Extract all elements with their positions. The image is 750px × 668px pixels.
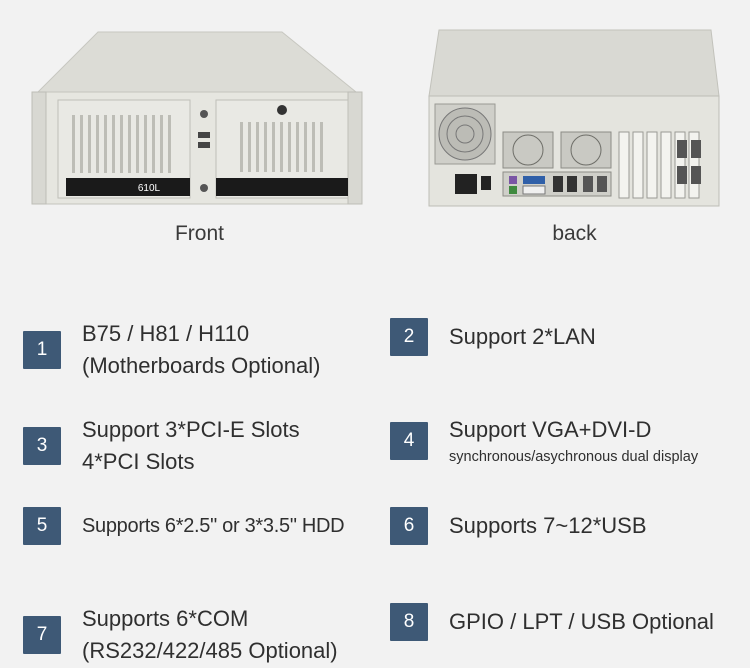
feature-item-1: 1 B75 / H81 / H110 (Motherboards Optiona… [23, 318, 320, 382]
feature-text: GPIO / LPT / USB Optional [449, 609, 714, 634]
front-chassis-image: 610L [0, 0, 375, 215]
feature-text: Support 3*PCI-E Slots [82, 417, 300, 442]
feature-item-8: 8 GPIO / LPT / USB Optional [390, 603, 714, 641]
feature-number-badge: 6 [390, 507, 428, 545]
feature-number-badge: 4 [390, 422, 428, 460]
feature-item-7: 7 Supports 6*COM (RS232/422/485 Optional… [23, 603, 338, 667]
feature-text: (Motherboards Optional) [82, 353, 321, 378]
feature-item-6: 6 Supports 7~12*USB [390, 507, 647, 545]
feature-subtext: synchronous/asychronous dual display [449, 449, 699, 465]
feature-item-3: 3 Support 3*PCI-E Slots 4*PCI Slots [23, 414, 300, 478]
feature-number-badge: 3 [23, 427, 61, 465]
back-chassis-image [375, 0, 750, 215]
feature-text: 4*PCI Slots [82, 449, 195, 474]
feature-text: B75 / H81 / H110 [82, 321, 250, 346]
back-caption: back [552, 222, 597, 245]
feature-text: Support VGA+DVI-D [449, 417, 652, 442]
feature-item-4: 4 Support VGA+DVI-D synchronous/asychron… [390, 414, 698, 468]
feature-text: Supports 6*COM [82, 606, 249, 631]
feature-text: Support 2*LAN [449, 324, 596, 349]
model-label: 610L [138, 183, 161, 194]
feature-text: Supports 6*2.5" or 3*3.5" HDD [82, 515, 345, 537]
feature-item-2: 2 Support 2*LAN [390, 318, 596, 356]
front-caption: Front [174, 222, 224, 245]
feature-number-badge: 7 [23, 616, 61, 654]
feature-text: (RS232/422/485 Optional) [82, 638, 338, 663]
feature-number-badge: 2 [390, 318, 428, 356]
feature-text: Supports 7~12*USB [449, 513, 647, 538]
feature-number-badge: 5 [23, 507, 61, 545]
feature-number-badge: 1 [23, 331, 61, 369]
feature-item-5: 5 Supports 6*2.5" or 3*3.5" HDD [23, 507, 345, 545]
feature-number-badge: 8 [390, 603, 428, 641]
